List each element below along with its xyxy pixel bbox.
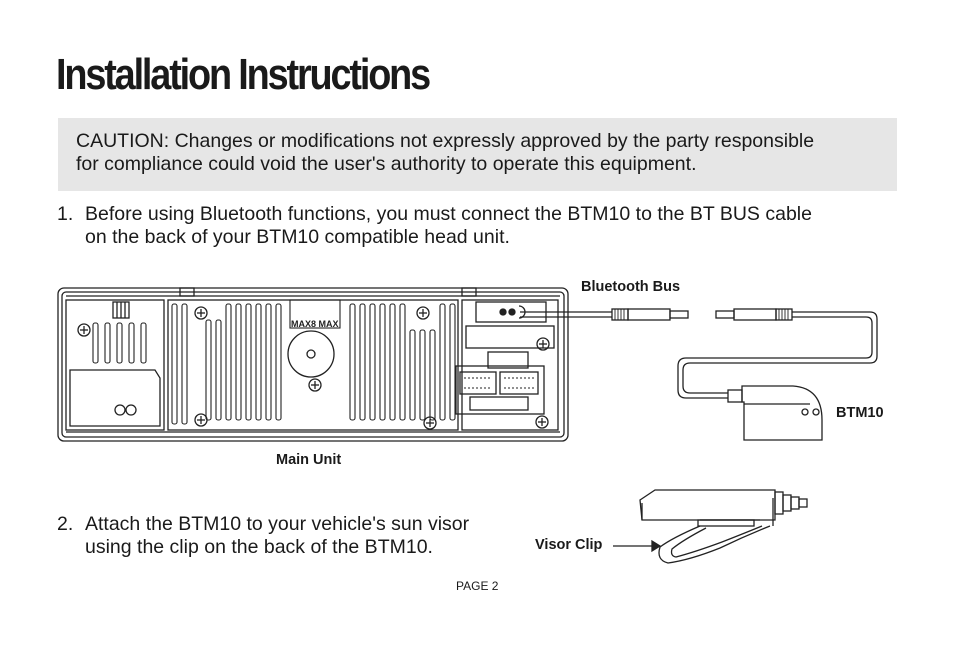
caution-line-2: for compliance could void the user's aut… — [76, 153, 697, 175]
visor-clip-label: Visor Clip — [535, 537, 603, 553]
caution-box: CAUTION: Changes or modifications not ex… — [58, 118, 897, 191]
step-1: 1. Before using Bluetooth functions, you… — [57, 203, 812, 249]
step-2-line-2: using the clip on the back of the BTM10. — [85, 536, 433, 558]
step-1-line-1: Before using Bluetooth functions, you mu… — [85, 203, 812, 225]
btm10-illustration — [727, 385, 823, 441]
unit-marking: MAX8 MAX — [291, 319, 339, 329]
step-2-number: 2. — [57, 513, 74, 535]
btm10-label: BTM10 — [836, 405, 884, 421]
page-title: Installation Instructions — [56, 50, 431, 99]
main-unit-label: Main Unit — [276, 452, 342, 468]
main-unit-illustration — [57, 287, 569, 442]
caution-line-1: CAUTION: Changes or modifications not ex… — [76, 130, 815, 152]
bluetooth-bus-label: Bluetooth Bus — [581, 279, 681, 295]
step-1-number: 1. — [57, 203, 74, 225]
step-2: 2. Attach the BTM10 to your vehicle's su… — [57, 513, 469, 559]
step-1-line-2: on the back of your BTM10 compatible hea… — [85, 226, 510, 248]
visor-clip-illustration — [613, 489, 808, 564]
step-2-line-1: Attach the BTM10 to your vehicle's sun v… — [85, 513, 470, 535]
page-number: PAGE 2 — [456, 579, 499, 593]
bluetooth-bus-cable — [520, 308, 878, 399]
